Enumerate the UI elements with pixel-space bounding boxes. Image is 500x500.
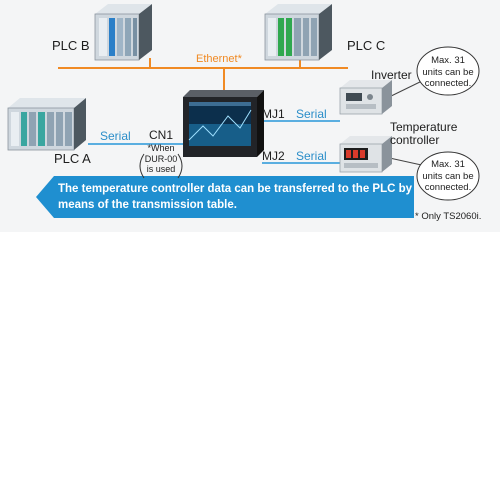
serial-lines xyxy=(88,120,340,164)
ethernet-label: Ethernet* xyxy=(196,53,242,65)
diagram-canvas: PLC B PLC C PLC A Ethernet* Serial Seria… xyxy=(0,0,500,232)
plc-b-device xyxy=(94,4,152,61)
diagram-graphics xyxy=(7,4,480,218)
plc-c-device xyxy=(264,4,332,61)
bubble-temp xyxy=(416,151,480,201)
temperature-controller-device xyxy=(339,136,392,173)
cn1-note: *When DUR-00 is used xyxy=(142,143,180,175)
temp-controller-label-line-1: Temperature xyxy=(390,120,458,134)
banner-text: The temperature controller data can be t… xyxy=(58,183,413,211)
cn1-note-paren-left xyxy=(139,153,145,179)
bubble-inverter-line-1: Max. 31 xyxy=(431,55,465,66)
temp-controller-label-line-2: controller xyxy=(390,133,440,147)
bubble-temp-line-2: units can be xyxy=(422,170,474,182)
cn1-note-line-2: DUR-00 xyxy=(144,153,178,164)
inverter-device xyxy=(339,80,392,115)
mj2-label: MJ2 xyxy=(262,149,285,163)
bubble-temp-text: Max. 31 units can be connected. xyxy=(418,159,478,194)
cn1-label: CN1 xyxy=(149,128,174,142)
bubble-inverter-line-2: units can be xyxy=(422,66,474,78)
cn1-note-line-1: *When xyxy=(147,143,175,153)
cn1-note-line-3: is used xyxy=(146,164,176,174)
inverter-label: Inverter xyxy=(371,68,412,82)
hmi-panel-device xyxy=(183,90,264,157)
serial-mj2-label: Serial xyxy=(296,149,327,163)
temp-controller-label: Temperature controller xyxy=(390,121,457,147)
plc-a-label: PLC A xyxy=(54,151,91,166)
cn1-note-paren-right xyxy=(177,153,183,179)
plc-c-label: PLC C xyxy=(347,38,386,53)
footnote: * Only TS2060i. xyxy=(415,211,482,222)
plc-a-device xyxy=(7,98,86,151)
mj1-label: MJ1 xyxy=(262,107,285,121)
serial-mj1-label: Serial xyxy=(296,107,327,121)
bubble-inverter-line-3: connected. xyxy=(424,78,472,89)
banner-arrow xyxy=(36,176,414,218)
serial-left-label: Serial xyxy=(100,129,131,143)
bubble-temp-line-3: connected. xyxy=(424,182,472,193)
bubble-temp-line-1: Max. 31 xyxy=(431,159,465,170)
bubble-inverter xyxy=(416,46,480,96)
bubble-inverter-text: Max. 31 units can be connected. xyxy=(418,55,478,90)
plc-b-label: PLC B xyxy=(52,38,90,53)
